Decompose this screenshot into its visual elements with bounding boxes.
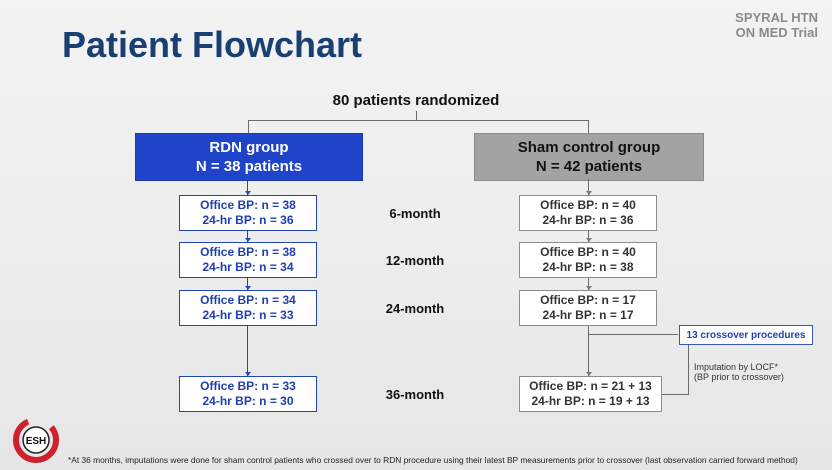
sham-arrow [586, 372, 592, 376]
timepoint-label-24-month: 24-month [385, 301, 445, 316]
rdn-arrow [245, 286, 251, 290]
sham-connector [588, 278, 589, 290]
root-label: 80 patients randomized [332, 92, 500, 109]
sham-36-month-box: Office BP: n = 21 + 13 24-hr BP: n = 19 … [519, 376, 662, 412]
footnote: *At 36 months, imputations were done for… [68, 455, 798, 465]
rdn-office-bp: Office BP: n = 34 [200, 293, 296, 307]
sham-office-bp: Office BP: n = 21 + 13 [529, 379, 652, 393]
rdn-office-bp: Office BP: n = 38 [200, 198, 296, 212]
timepoint-label-6-month: 6-month [389, 206, 441, 221]
sham-group-name: Sham control group [517, 139, 661, 156]
trial-name-line2: ON MED Trial [735, 25, 818, 40]
imputation-connector-vertical [688, 344, 689, 395]
imputation-line2: (BP prior to crossover) [694, 372, 784, 382]
sham-arrow [586, 286, 592, 290]
timepoint-label-12-month: 12-month [385, 253, 445, 268]
connector-root-horizontal [248, 120, 589, 121]
esh-logo: ESH [8, 414, 64, 464]
trial-name-line1: SPYRAL HTN [735, 10, 818, 25]
sham-office-bp: Office BP: n = 17 [540, 293, 636, 307]
sham-connector [588, 231, 589, 242]
sham-office-bp: Office BP: n = 40 [540, 198, 636, 212]
sham-connector [588, 179, 589, 195]
rdn-arrow [245, 238, 251, 242]
rdn-36-month-box: Office BP: n = 33 24-hr BP: n = 30 [179, 376, 317, 412]
rdn-office-bp: Office BP: n = 38 [200, 245, 296, 259]
sham-24hr-bp: 24-hr BP: n = 36 [542, 213, 634, 227]
rdn-arrow [245, 191, 251, 195]
imputation-connector-horizontal [660, 394, 689, 395]
rdn-connector [247, 231, 248, 242]
rdn-24hr-bp: 24-hr BP: n = 36 [202, 213, 294, 227]
sham-12-month-box: Office BP: n = 40 24-hr BP: n = 38 [519, 242, 657, 278]
sham-group-n: N = 42 patients [535, 158, 643, 175]
sham-arrow [586, 238, 592, 242]
rdn-connector [247, 179, 248, 195]
sham-24hr-bp: 24-hr BP: n = 38 [542, 260, 634, 274]
rdn-connector [247, 278, 248, 290]
rdn-24-month-box: Office BP: n = 34 24-hr BP: n = 33 [179, 290, 317, 326]
rdn-12-month-box: Office BP: n = 38 24-hr BP: n = 34 [179, 242, 317, 278]
rdn-24hr-bp: 24-hr BP: n = 34 [202, 260, 294, 274]
rdn-connector [247, 326, 248, 376]
page-title: Patient Flowchart [62, 24, 363, 65]
sham-24hr-bp: 24-hr BP: n = 17 [542, 308, 634, 322]
connector-to-rdn [248, 120, 249, 133]
crossover-box: 13 crossover procedures [679, 325, 813, 345]
rdn-24hr-bp: 24-hr BP: n = 33 [202, 308, 294, 322]
sham-24-month-box: Office BP: n = 17 24-hr BP: n = 17 [519, 290, 657, 326]
timepoint-label-36-month: 36-month [385, 387, 445, 402]
sham-24hr-bp: 24-hr BP: n = 19 + 13 [531, 394, 650, 408]
sham-office-bp: Office BP: n = 40 [540, 245, 636, 259]
rdn-group-header: RDN group N = 38 patients [135, 133, 363, 181]
esh-logo-text: ESH [26, 436, 47, 447]
rdn-group-n: N = 38 patients [195, 158, 303, 175]
imputation-note: Imputation by LOCF* (BP prior to crossov… [694, 362, 784, 382]
rdn-group-name: RDN group [209, 139, 289, 156]
imputation-line1: Imputation by LOCF* [694, 362, 779, 372]
esh-logo-graphic: ESH [13, 417, 59, 463]
rdn-24hr-bp: 24-hr BP: n = 30 [202, 394, 294, 408]
rdn-arrow [245, 372, 251, 376]
rdn-office-bp: Office BP: n = 33 [200, 379, 296, 393]
rdn-6-month-box: Office BP: n = 38 24-hr BP: n = 36 [179, 195, 317, 231]
crossover-connector [588, 334, 678, 335]
connector-to-sham [588, 120, 589, 133]
sham-6-month-box: Office BP: n = 40 24-hr BP: n = 36 [519, 195, 657, 231]
sham-arrow [586, 191, 592, 195]
sham-connector [588, 326, 589, 376]
sham-group-header: Sham control group N = 42 patients [474, 133, 704, 181]
connector-root-down [416, 111, 417, 120]
trial-name: SPYRAL HTN ON MED Trial [735, 10, 818, 40]
